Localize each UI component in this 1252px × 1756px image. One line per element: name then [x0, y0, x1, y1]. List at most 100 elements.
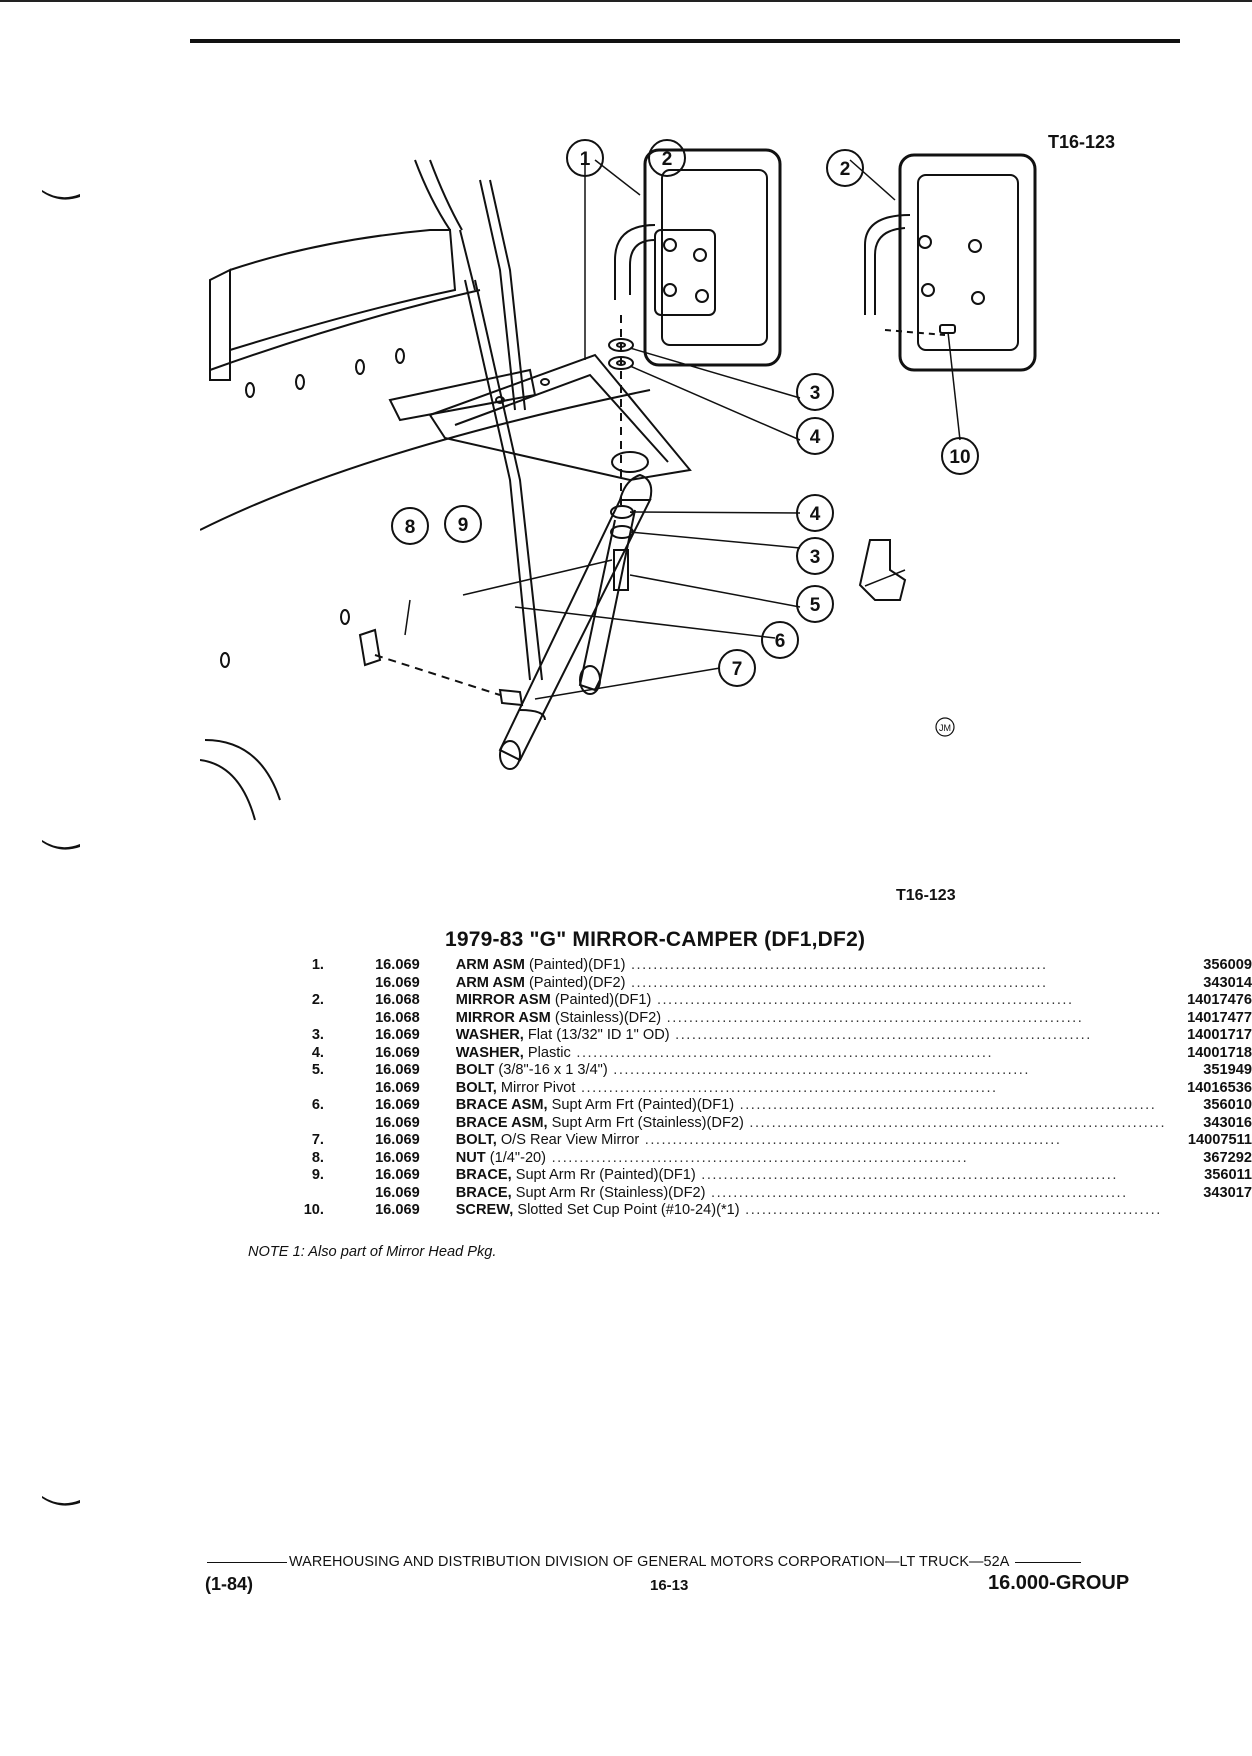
- part-number: 14017476: [1187, 992, 1252, 1008]
- group-number: 16.068: [375, 992, 420, 1008]
- part-detail: Supt Arm Rr (Stainless)(DF2): [511, 1184, 706, 1201]
- group-number: 16.069: [375, 1132, 420, 1148]
- figure-code-top: T16-123: [1048, 132, 1116, 152]
- part-number: 14007511: [1187, 1132, 1252, 1148]
- part-number: [1166, 1202, 1252, 1220]
- part-name: MIRROR ASM: [455, 992, 551, 1008]
- part-name: BOLT,: [455, 1079, 497, 1096]
- part-description: NUT (1/4"-20) ..........................…: [456, 1150, 1166, 1168]
- part-name: WASHER,: [455, 1027, 524, 1043]
- part-detail: (Painted)(DF2): [524, 974, 626, 991]
- footer-text: WAREHOUSING AND DISTRIBUTION DIVISION OF…: [289, 1554, 1009, 1570]
- part-number: 343016: [1203, 1114, 1252, 1131]
- page-number: 16-13: [650, 1577, 689, 1594]
- item-index: [270, 1185, 324, 1203]
- group-number: 16.069: [375, 974, 420, 991]
- part-description: MIRROR ASM (Stainless)(DF2) ............…: [456, 1010, 1166, 1028]
- footer-rule: [207, 1561, 287, 1563]
- part-description: BOLT (3/8"-16 x 1 3/4") ................…: [456, 1062, 1166, 1080]
- mirror-head-right: [864, 153, 1037, 372]
- leader-lines: [404, 159, 961, 700]
- table-row: 16.068 MIRROR ASM (Stainless)(DF2) ......…: [270, 1010, 1252, 1028]
- part-detail: (Painted)(DF1): [550, 992, 652, 1008]
- vehicle-body: [200, 159, 651, 821]
- table-row: 16.069 BRACE, Supt Arm Rr (Stainless)(DF2…: [270, 1185, 1252, 1203]
- part-number: 356009: [1203, 957, 1252, 973]
- part-number: 14017477: [1187, 1009, 1252, 1026]
- callout-4b: 4: [810, 504, 821, 525]
- part-name: BRACE,: [455, 1184, 512, 1201]
- item-index: 9.: [311, 1167, 324, 1183]
- parts-table-title: 1979-83 "G" MIRROR-CAMPER (DF1,DF2): [445, 928, 866, 951]
- callout-7: 7: [732, 659, 743, 680]
- part-number: 356011: [1204, 1167, 1252, 1183]
- figure-code-bottom: T16-123: [896, 887, 956, 904]
- punch-mark: [42, 1496, 80, 1506]
- part-detail: O/S Rear View Mirror: [496, 1132, 640, 1148]
- part-number: 14016536: [1187, 1079, 1252, 1096]
- part-number: 343017: [1203, 1184, 1252, 1201]
- group-number: 16.069: [375, 1114, 420, 1131]
- punch-mark: [42, 190, 80, 200]
- leader-dots: ........................................…: [625, 957, 1048, 973]
- item-index: [270, 1115, 324, 1133]
- part-name: ARM ASM: [455, 957, 525, 973]
- part-description: BRACE, Supt Arm Rr (Painted)(DF1) ......…: [456, 1167, 1166, 1185]
- part-description: MIRROR ASM (Painted)(DF1) ..............…: [456, 992, 1166, 1010]
- page-date: (1-84): [205, 1574, 254, 1594]
- item-index: 7.: [311, 1132, 324, 1148]
- leader-dots: ........................................…: [546, 1149, 969, 1166]
- part-name: BRACE ASM,: [455, 1097, 548, 1113]
- part-description: BOLT, Mirror Pivot .....................…: [456, 1080, 1166, 1098]
- mirror-head-left: [614, 148, 782, 367]
- part-description: ARM ASM (Painted)(DF2) .................…: [456, 975, 1166, 993]
- part-description: BRACE ASM, Supt Arm Frt (Painted)(DF1) .…: [456, 1097, 1166, 1115]
- callout-8: 8: [405, 517, 416, 538]
- group-number: 16.068: [375, 1009, 420, 1026]
- callout-6: 6: [775, 631, 786, 652]
- item-index: [270, 1080, 324, 1098]
- part-name: BOLT: [455, 1062, 495, 1078]
- group-number: 16.069: [375, 957, 420, 973]
- group-number: 16.069: [375, 1202, 420, 1218]
- callout-10: 10: [949, 447, 970, 468]
- part-description: WASHER, Plastic ........................…: [456, 1045, 1166, 1063]
- part-name: WASHER,: [455, 1044, 524, 1061]
- group-number: 16.069: [375, 1079, 420, 1096]
- item-index: 5.: [311, 1062, 324, 1078]
- leader-dots: ........................................…: [734, 1097, 1157, 1113]
- leader-dots: ........................................…: [739, 1202, 1162, 1218]
- callout-1: 1: [580, 149, 591, 170]
- part-number: 351949: [1203, 1062, 1252, 1078]
- part-name: ARM ASM: [455, 974, 525, 991]
- callout-3: 3: [810, 383, 821, 404]
- leader-dots: ........................................…: [625, 974, 1048, 991]
- footer-line: WAREHOUSING AND DISTRIBUTION DIVISION OF…: [205, 1554, 1083, 1570]
- table-row: 16.069 BOLT, Mirror Pivot ...............…: [270, 1080, 1252, 1098]
- group-number: 16.069: [375, 1167, 420, 1183]
- leader-dots: ........................................…: [575, 1079, 998, 1096]
- callout-5: 5: [810, 595, 821, 616]
- part-detail: Flat (13/32" ID 1" OD): [523, 1027, 670, 1043]
- group-number: 16.069: [375, 1184, 420, 1201]
- group-number: 16.069: [375, 1149, 420, 1166]
- callout-2b: 2: [840, 159, 851, 180]
- callout-2: 2: [662, 149, 673, 170]
- part-description: SCREW, Slotted Set Cup Point (#10-24)(*1…: [456, 1202, 1166, 1220]
- part-name: SCREW,: [455, 1202, 514, 1218]
- part-name: BRACE,: [455, 1167, 512, 1183]
- callout-3b: 3: [810, 547, 821, 568]
- part-detail: (Painted)(DF1): [524, 957, 626, 973]
- part-detail: (1/4"-20): [485, 1149, 547, 1166]
- table-row: 16.069 ARM ASM (Painted)(DF2) ...........…: [270, 975, 1252, 993]
- leader-dots: ........................................…: [651, 992, 1074, 1008]
- part-name: NUT: [455, 1149, 486, 1166]
